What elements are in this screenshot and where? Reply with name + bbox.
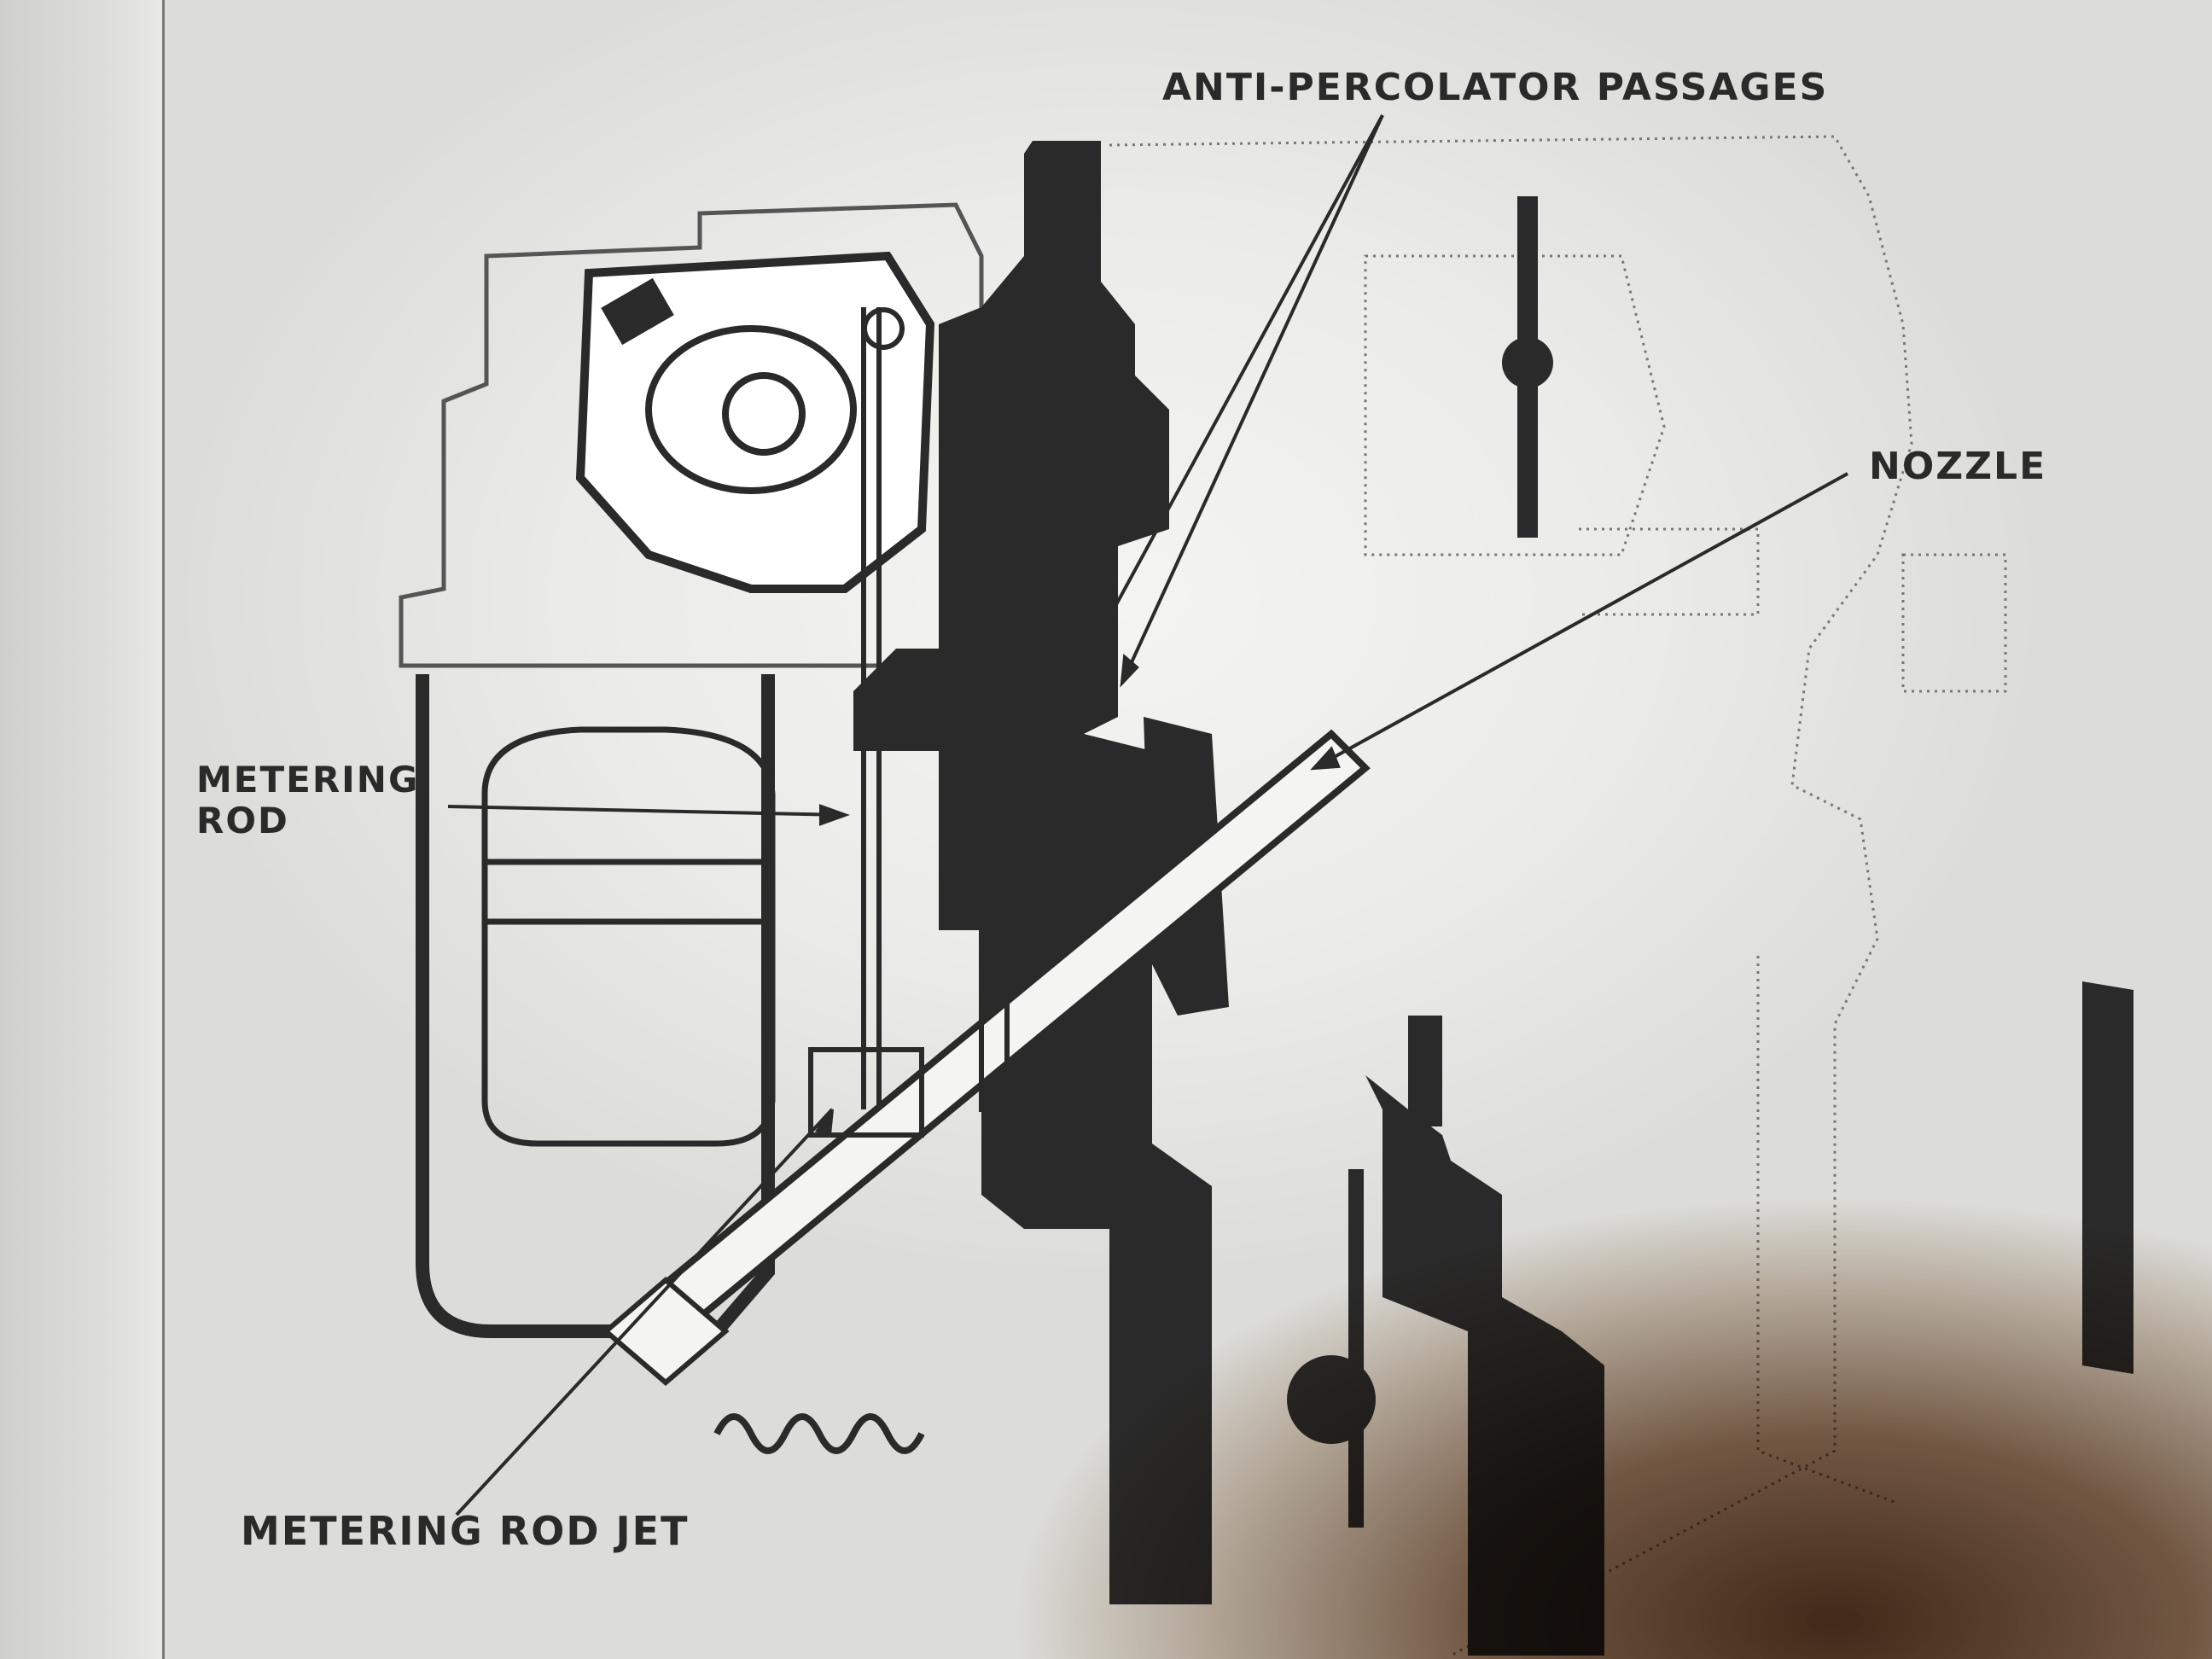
float [481,726,776,1147]
metering-rod-jet-label: METERING ROD JET [241,1508,690,1554]
metering-rod-label-line2: ROD [196,800,289,842]
main-casting [853,141,2133,1656]
metering-rod-label-line1: METERING [196,759,420,800]
coil-spring [713,1413,925,1454]
nozzle-label: NOZZLE [1869,445,2047,488]
metering-rod-label: METERING ROD [196,759,420,842]
anti-percolator-passages-label: ANTI-PERCOLATOR PASSAGES [1162,66,1829,109]
